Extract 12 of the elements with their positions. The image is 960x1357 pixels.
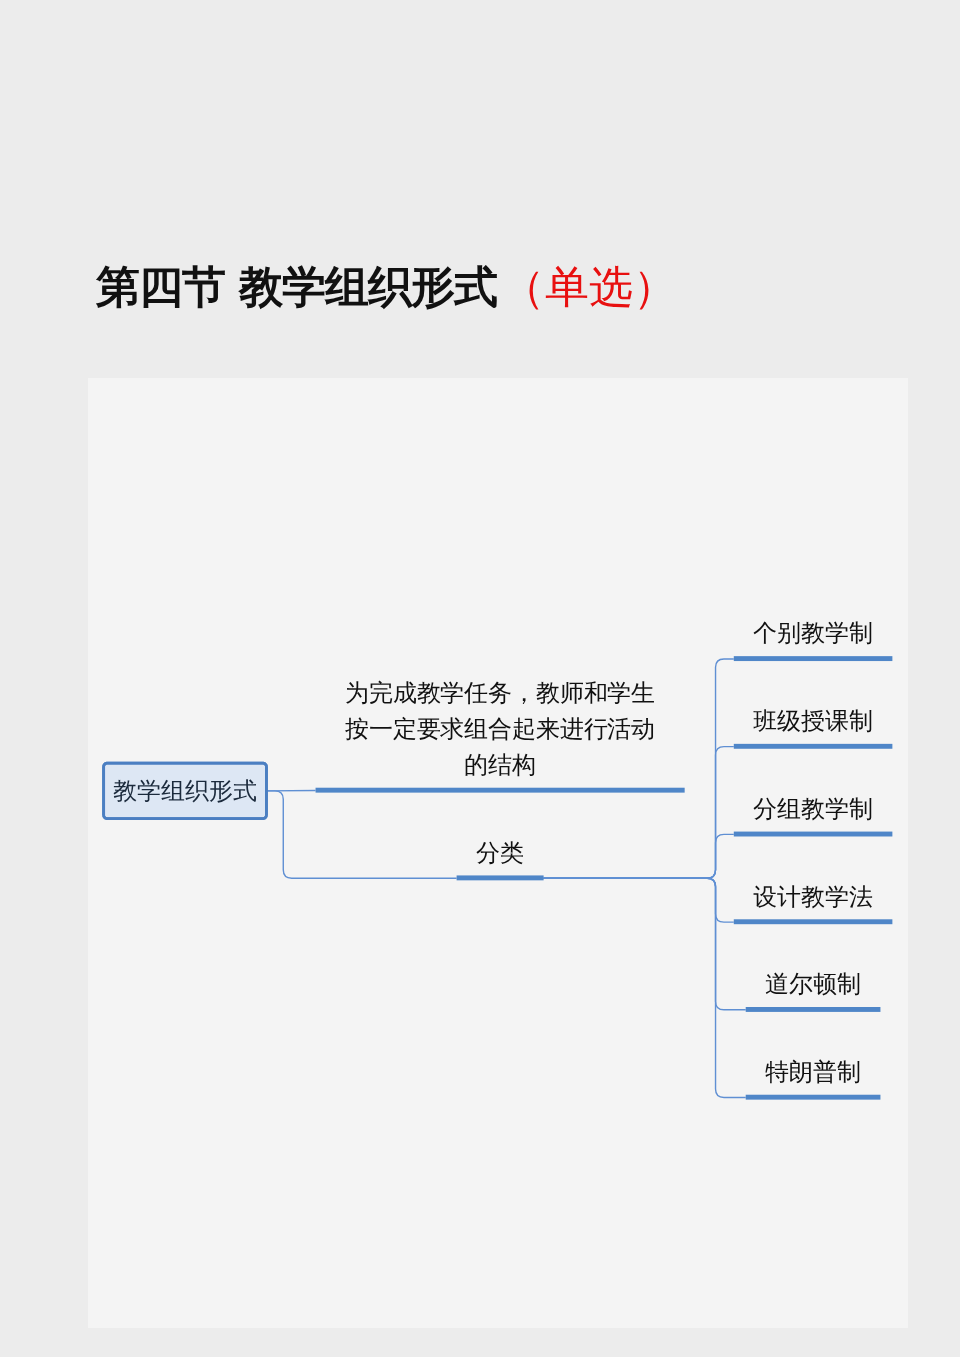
topic-label: 个别教学制 bbox=[733, 619, 893, 662]
topic-label: 特朗普制 bbox=[745, 1057, 881, 1100]
topic-label: 分组教学制 bbox=[733, 794, 893, 837]
central-topic-box: 教学组织形式 bbox=[102, 762, 268, 821]
topic-label: 道尔顿制 bbox=[745, 970, 881, 1013]
note-label: （单选） bbox=[501, 260, 678, 314]
connector-line bbox=[542, 877, 747, 1099]
topic-label: 设计教学法 bbox=[733, 882, 893, 925]
topic-label: 班级授课制 bbox=[733, 707, 893, 750]
page-title: 第四节 教学组织形式 bbox=[96, 260, 498, 314]
topic-label: 分类 bbox=[456, 838, 544, 881]
topic-label: 为完成教学任务，教师和学生按一定要求组合起来进行活动的结构 bbox=[315, 679, 685, 793]
